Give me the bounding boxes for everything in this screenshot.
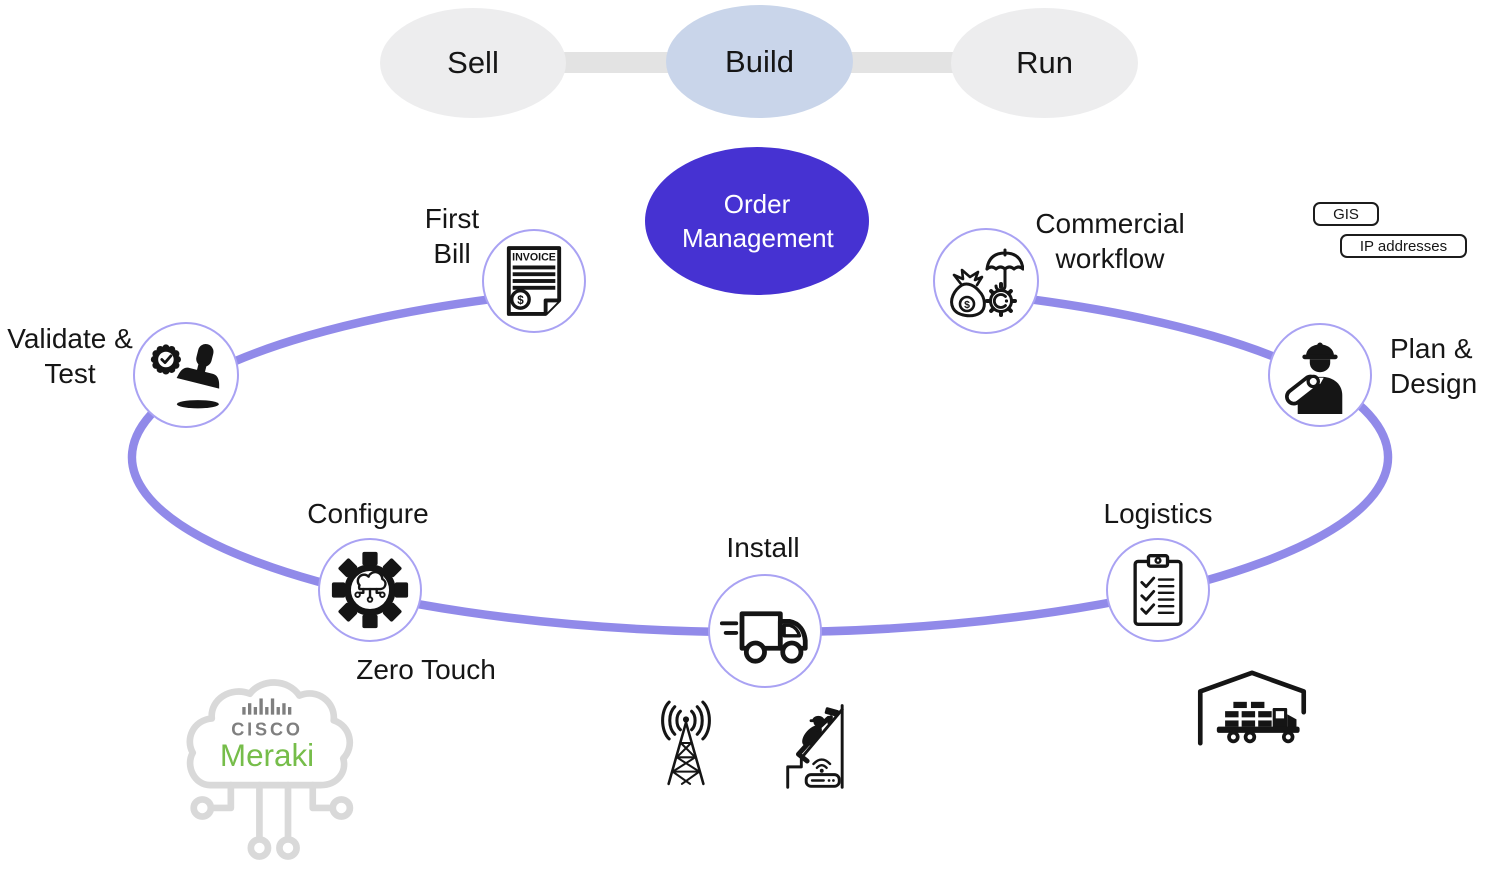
stage-build-label: Build <box>725 43 794 79</box>
gis-tag-label: GIS <box>1333 205 1359 223</box>
roof-installer-icon <box>786 704 844 789</box>
warehouse-truck-icon <box>1197 670 1307 746</box>
ip-addresses-tag: IP addresses <box>1340 234 1467 258</box>
stage-sell: Sell <box>380 8 566 118</box>
validate-test-label: Validate & Test <box>7 323 133 389</box>
logistics-label: Logistics <box>1103 498 1213 529</box>
sell-build-connector <box>545 52 695 73</box>
approval-stamp-icon <box>150 344 220 409</box>
stage-sell-label: Sell <box>447 45 499 80</box>
install-label: Install <box>726 532 800 563</box>
configure-label: Configure <box>307 498 429 529</box>
plan-design-label: Plan & Design <box>1390 333 1478 399</box>
moneybag-dollar-glyph: $ <box>964 299 970 311</box>
ip-addresses-tag-label: IP addresses <box>1359 237 1448 255</box>
invoice-icon-label: INVOICE <box>512 252 556 264</box>
order-management-label: Order Management <box>682 189 834 253</box>
engineer-icon <box>1285 342 1343 414</box>
first-bill-label: First Bill <box>424 203 480 269</box>
stage-run: Run <box>951 8 1138 118</box>
stage-build: Build <box>666 5 853 118</box>
node-install <box>708 574 822 688</box>
cisco-meraki-logo: CISCO Meraki <box>186 679 354 860</box>
radio-tower-icon <box>661 700 711 786</box>
node-logistics <box>1106 538 1210 642</box>
cloud-gear-icon <box>331 551 409 629</box>
meraki-wordmark: Meraki <box>220 738 314 773</box>
stage-run-label: Run <box>1016 45 1073 80</box>
build-run-connector <box>830 52 980 73</box>
node-commercial-workflow: $ <box>933 228 1039 334</box>
checklist-clipboard-icon <box>1133 554 1183 626</box>
node-plan-design <box>1268 323 1372 427</box>
node-first-bill: INVOICE $ <box>482 229 586 333</box>
invoice-icon: INVOICE $ <box>506 246 562 316</box>
node-validate-test <box>133 322 239 428</box>
money-umbrella-gear-icon: $ <box>950 248 1024 318</box>
zero-touch-label: Zero Touch <box>356 654 496 685</box>
node-configure <box>318 538 422 642</box>
invoice-dollar-glyph: $ <box>517 294 524 307</box>
order-management-node: Order Management <box>645 147 869 295</box>
delivery-truck-icon <box>719 611 808 664</box>
commercial-workflow-label: Commercial workflow <box>1035 208 1185 274</box>
cisco-wordmark: CISCO <box>231 720 303 740</box>
gis-tag: GIS <box>1313 202 1379 226</box>
